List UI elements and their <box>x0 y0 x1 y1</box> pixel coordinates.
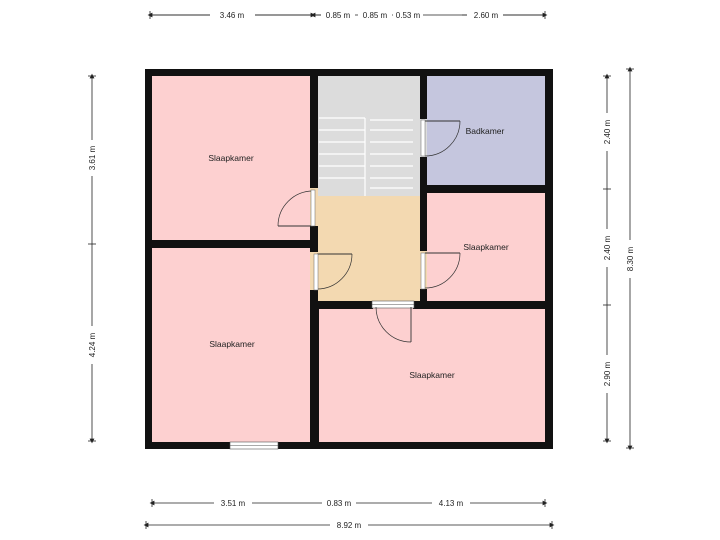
dim-left-2: 4.24 m <box>88 332 97 357</box>
dim-right-1: 2.40 m <box>603 119 612 144</box>
dim-bottom-2: 0.83 m <box>327 499 352 508</box>
window-bottom-wall <box>229 441 279 450</box>
room-bedroom-bottom-left[interactable] <box>152 248 310 442</box>
label-bedroom-top-left: Slaapkamer <box>208 153 254 163</box>
room-bedroom-top-left[interactable] <box>152 76 310 240</box>
window-hallway <box>371 300 415 309</box>
dim-right-total: 8.30 m <box>626 246 635 271</box>
dim-bottom-3: 4.13 m <box>439 499 464 508</box>
dim-right-3: 2.90 m <box>603 361 612 386</box>
dim-top-4: 0.53 m <box>396 11 421 20</box>
room-hallway[interactable] <box>318 196 420 301</box>
dim-bottom-total: 8.92 m <box>337 521 362 530</box>
door-swing-bathroom <box>420 119 461 157</box>
label-bathroom: Badkamer <box>466 126 505 136</box>
dim-top-3: 0.85 m <box>363 11 388 20</box>
dim-top-2: 0.85 m <box>326 11 351 20</box>
label-bedroom-mid-right: Slaapkamer <box>463 242 509 252</box>
staircase <box>319 117 413 196</box>
room-bedroom-bottom-right[interactable] <box>319 309 545 442</box>
dim-top-5: 2.60 m <box>474 11 499 20</box>
dim-right-2: 2.40 m <box>603 235 612 260</box>
door-swing-mid-right <box>420 252 461 290</box>
room-bedroom-mid-right[interactable] <box>427 193 545 301</box>
room-bathroom[interactable] <box>427 76 545 185</box>
door-swing-top-left <box>277 189 316 227</box>
dim-bottom-1: 3.51 m <box>221 499 246 508</box>
door-swing-bottom-left <box>313 253 353 291</box>
dimension-left <box>88 73 96 444</box>
dim-left-1: 3.61 m <box>88 145 97 170</box>
label-bedroom-bottom-left: Slaapkamer <box>209 339 255 349</box>
door-swing-bottom-right <box>375 306 412 343</box>
dim-top-1: 3.46 m <box>220 11 245 20</box>
label-bedroom-bottom-right: Slaapkamer <box>409 370 455 380</box>
room-stairwell <box>318 76 420 196</box>
